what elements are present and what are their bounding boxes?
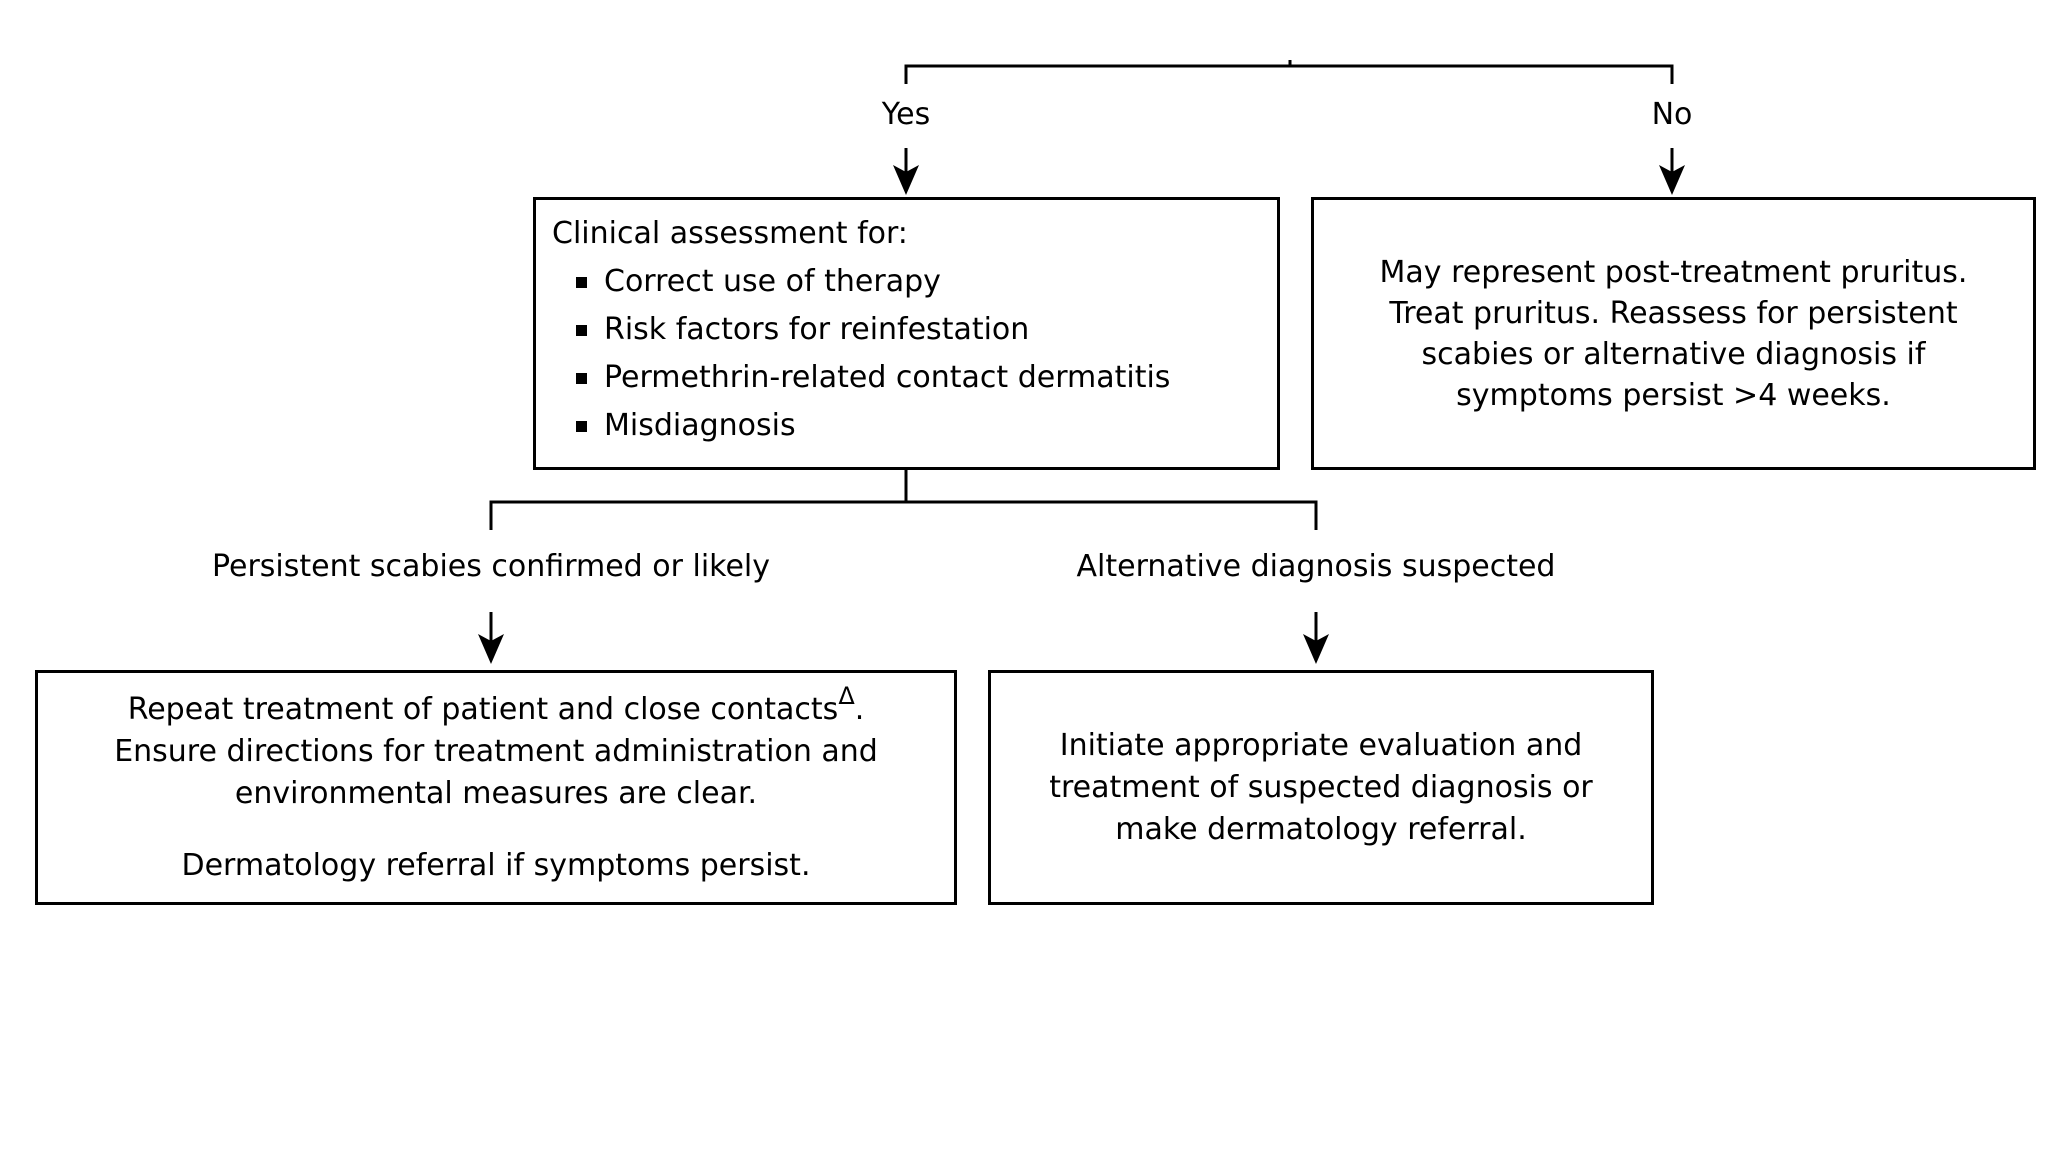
no-box-line: scabies or alternative diagnosis if xyxy=(1421,336,1926,372)
assessment-item: Risk factors for reinfestation xyxy=(576,306,1261,354)
repeat-box-line: Dermatology referral if symptoms persist… xyxy=(181,847,811,883)
delta-footnote-marker: Δ xyxy=(838,681,855,710)
alternative-arrowhead xyxy=(1303,634,1329,664)
yes-label: Yes xyxy=(881,97,931,132)
no-box-line: Treat pruritus. Reassess for persistent xyxy=(1389,295,1958,331)
no-box-line: May represent post-treatment pruritus. xyxy=(1379,254,1968,290)
repeat-box-line: Repeat treatment of patient and close co… xyxy=(127,684,865,731)
post-treatment-pruritus-box: May represent post-treatment pruritus. T… xyxy=(1311,197,2036,470)
no-box-line: symptoms persist >4 weeks. xyxy=(1456,377,1891,413)
alt-box-line: treatment of suspected diagnosis or xyxy=(1049,769,1593,805)
alt-box-line: Initiate appropriate evaluation and xyxy=(1059,727,1583,763)
no-label: No xyxy=(1651,97,1693,132)
assessment-item: Correct use of therapy xyxy=(576,258,1261,306)
repeat-line1-end: . xyxy=(854,691,865,727)
assessment-branch-connector xyxy=(489,470,1318,530)
persistent-arrowhead xyxy=(478,634,504,664)
alternative-evaluation-box: Initiate appropriate evaluation and trea… xyxy=(988,670,1654,905)
persistent-scabies-label: Persistent scabies confirmed or likely xyxy=(211,549,771,584)
top-branch-connector xyxy=(904,64,1674,84)
repeat-box-line: environmental measures are clear. xyxy=(234,775,758,811)
repeat-treatment-box: Repeat treatment of patient and close co… xyxy=(35,670,957,905)
assessment-item: Permethrin-related contact dermatitis xyxy=(576,354,1261,402)
alternative-diagnosis-label: Alternative diagnosis suspected xyxy=(1076,549,1556,584)
assessment-item: Misdiagnosis xyxy=(576,402,1261,450)
assessment-heading: Clinical assessment for: xyxy=(552,216,908,251)
repeat-line1-text: Repeat treatment of patient and close co… xyxy=(127,691,839,727)
no-arrowhead xyxy=(1659,165,1685,195)
alt-box-line: make dermatology referral. xyxy=(1115,811,1527,847)
assessment-list: Correct use of therapy Risk factors for … xyxy=(552,258,1261,450)
repeat-box-line: Ensure directions for treatment administ… xyxy=(114,733,878,769)
yes-arrowhead xyxy=(893,165,919,195)
clinical-assessment-box: Clinical assessment for: Correct use of … xyxy=(533,197,1280,470)
